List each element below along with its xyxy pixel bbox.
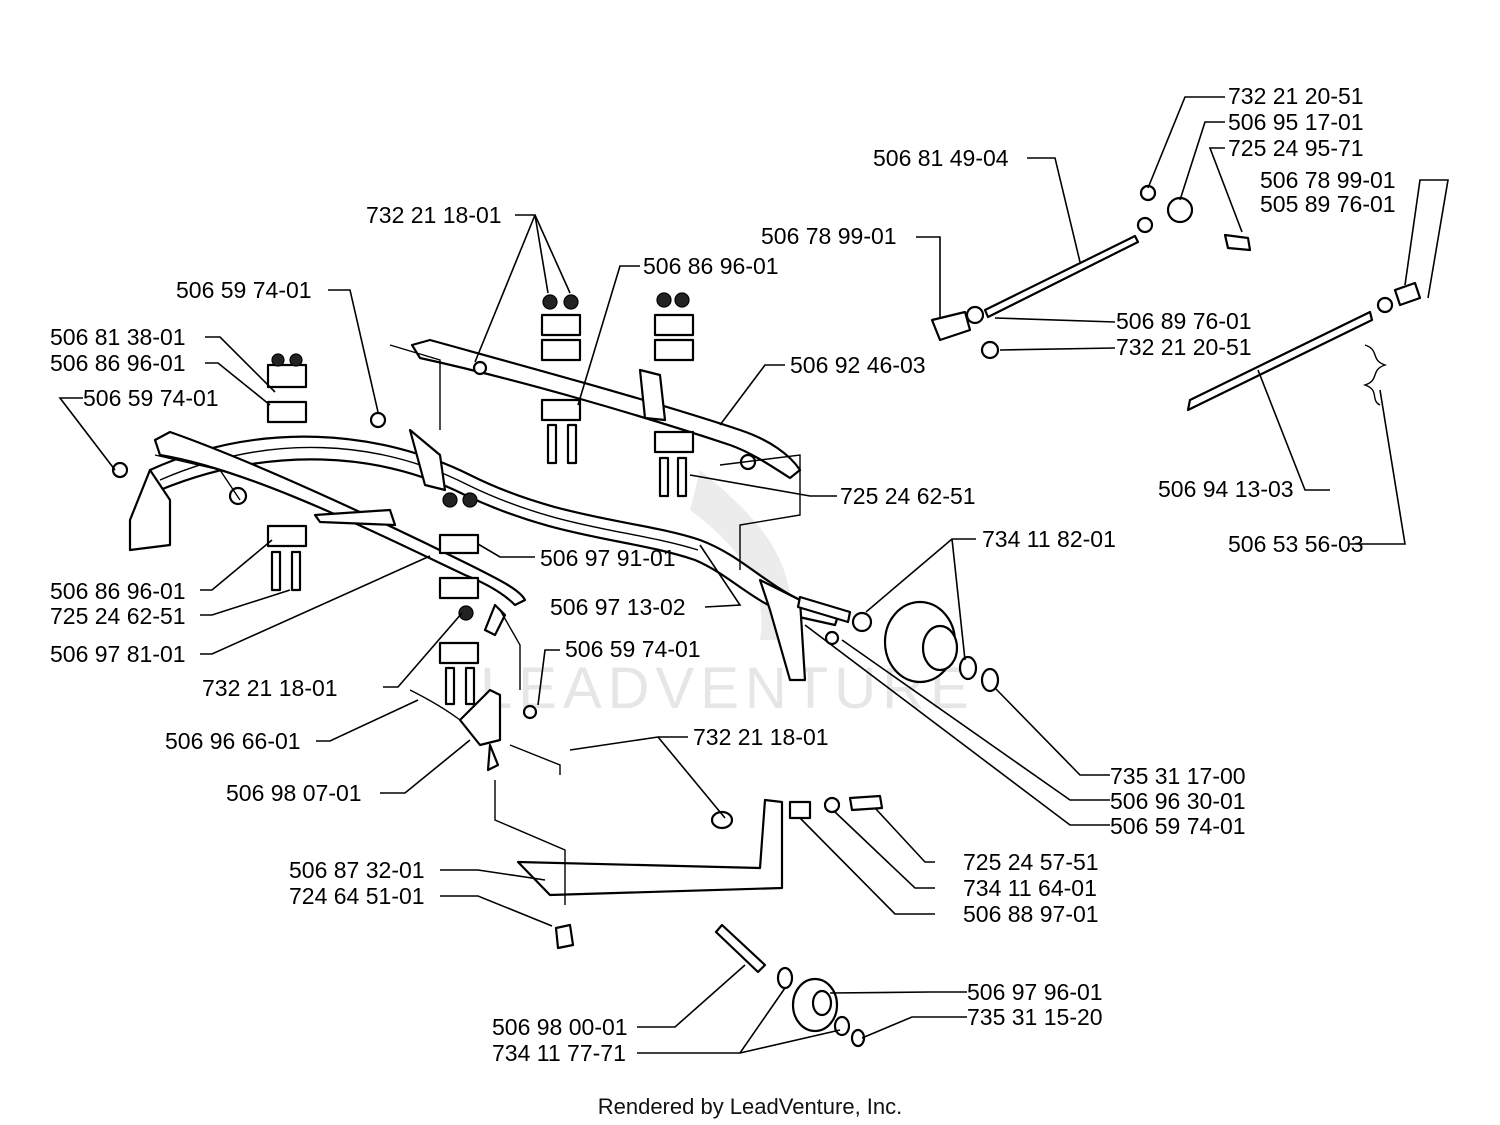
part-label: 506 97 96-01 bbox=[967, 979, 1103, 1005]
upper-bar bbox=[410, 338, 802, 480]
part-label: 725 24 95-71 bbox=[1228, 135, 1364, 161]
part-label: 734 11 77-71 bbox=[492, 1040, 626, 1066]
part-label: 506 81 38-01 bbox=[50, 324, 186, 350]
part-label: 505 89 76-01 bbox=[1260, 191, 1396, 217]
part-label: 506 86 96-01 bbox=[50, 350, 186, 376]
part-label: 725 24 62-51 bbox=[50, 603, 186, 629]
part-label: 506 78 99-01 bbox=[1260, 167, 1396, 193]
footer-credit: Rendered by LeadVenture, Inc. bbox=[598, 1094, 903, 1119]
part-label: 725 24 57-51 bbox=[963, 849, 1099, 875]
part-label: 506 87 32-01 bbox=[289, 857, 425, 883]
part-label: 732 21 18-01 bbox=[693, 724, 829, 750]
part-label: 732 21 18-01 bbox=[366, 202, 502, 228]
part-label: 735 31 17-00 bbox=[1110, 763, 1246, 789]
part-label: 506 59 74-01 bbox=[565, 636, 701, 662]
part-label: 506 88 97-01 bbox=[963, 901, 1099, 927]
caster-wheel bbox=[714, 923, 866, 1048]
part-label: 506 53 56-03 bbox=[1228, 531, 1364, 557]
part-labels: 732 21 20-51 506 95 17-01 725 24 95-71 5… bbox=[50, 83, 1396, 1066]
part-label: 725 24 62-51 bbox=[840, 483, 976, 509]
part-label: 734 11 64-01 bbox=[963, 875, 1097, 901]
lower-bracket bbox=[409, 688, 884, 950]
part-label: 732 21 20-51 bbox=[1228, 83, 1364, 109]
part-label: 506 89 76-01 bbox=[1116, 308, 1252, 334]
clamp-stacks bbox=[111, 292, 757, 720]
part-label: 506 97 81-01 bbox=[50, 641, 186, 667]
part-label: 734 11 82-01 bbox=[982, 526, 1116, 552]
part-label: 506 59 74-01 bbox=[1110, 813, 1246, 839]
part-label: 506 86 96-01 bbox=[643, 253, 779, 279]
part-label: 732 21 20-51 bbox=[1116, 334, 1252, 360]
part-label: 506 92 46-03 bbox=[790, 352, 926, 378]
leader-lines bbox=[58, 96, 1449, 1054]
part-label: 732 21 18-01 bbox=[202, 675, 338, 701]
part-label: 506 59 74-01 bbox=[83, 385, 219, 411]
reference-lines bbox=[154, 344, 801, 905]
part-label: 506 78 99-01 bbox=[761, 223, 897, 249]
part-label: 724 64 51-01 bbox=[289, 883, 425, 909]
part-label: 735 31 15-20 bbox=[967, 1004, 1103, 1030]
part-label: 506 86 96-01 bbox=[50, 578, 186, 604]
part-label: 506 94 13-03 bbox=[1158, 476, 1294, 502]
roller-wheel bbox=[796, 595, 1000, 693]
part-label: 506 81 49-04 bbox=[873, 145, 1009, 171]
part-label: 506 96 66-01 bbox=[165, 728, 301, 754]
part-label: 506 59 74-01 bbox=[176, 277, 312, 303]
part-label: 506 95 17-01 bbox=[1228, 109, 1364, 135]
watermark-text: LEADVENTURE bbox=[480, 656, 975, 721]
part-label: 506 97 91-01 bbox=[540, 545, 676, 571]
left-bar bbox=[153, 430, 527, 637]
part-label: 506 96 30-01 bbox=[1110, 788, 1246, 814]
part-label: 506 98 00-01 bbox=[492, 1014, 628, 1040]
control-rods bbox=[930, 184, 1422, 412]
part-label: 506 97 13-02 bbox=[550, 594, 686, 620]
part-label: 506 98 07-01 bbox=[226, 780, 362, 806]
